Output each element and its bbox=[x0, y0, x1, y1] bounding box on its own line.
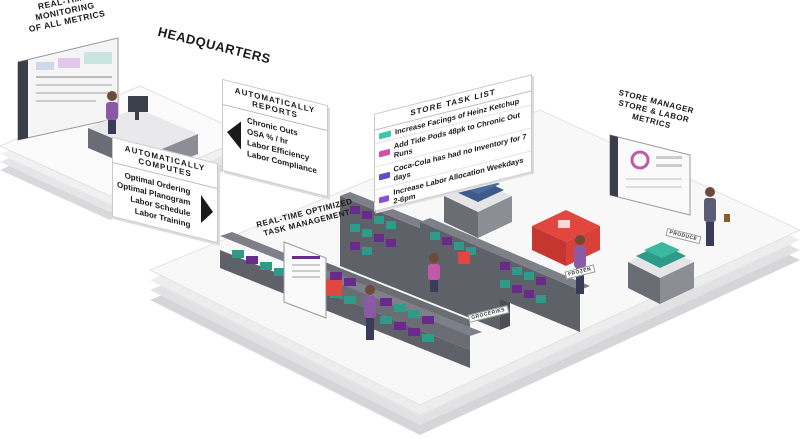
store-manager-person bbox=[704, 187, 730, 246]
task-tag bbox=[379, 171, 390, 181]
right-arrow-icon bbox=[201, 194, 213, 226]
store-worker-front bbox=[364, 285, 376, 340]
store-worker-frozen bbox=[574, 235, 586, 294]
left-arrow-icon bbox=[227, 118, 241, 150]
task-tag bbox=[379, 148, 390, 158]
store-worker-center bbox=[428, 253, 440, 292]
shelf-products bbox=[232, 206, 546, 342]
task-tag bbox=[379, 129, 391, 139]
hq-monitor-board bbox=[17, 37, 119, 141]
task-tablet-board bbox=[283, 241, 470, 319]
task-tag bbox=[379, 194, 390, 204]
hq-worker bbox=[106, 91, 118, 134]
manager-dashboard-board bbox=[609, 134, 691, 216]
produce-display bbox=[628, 242, 694, 304]
